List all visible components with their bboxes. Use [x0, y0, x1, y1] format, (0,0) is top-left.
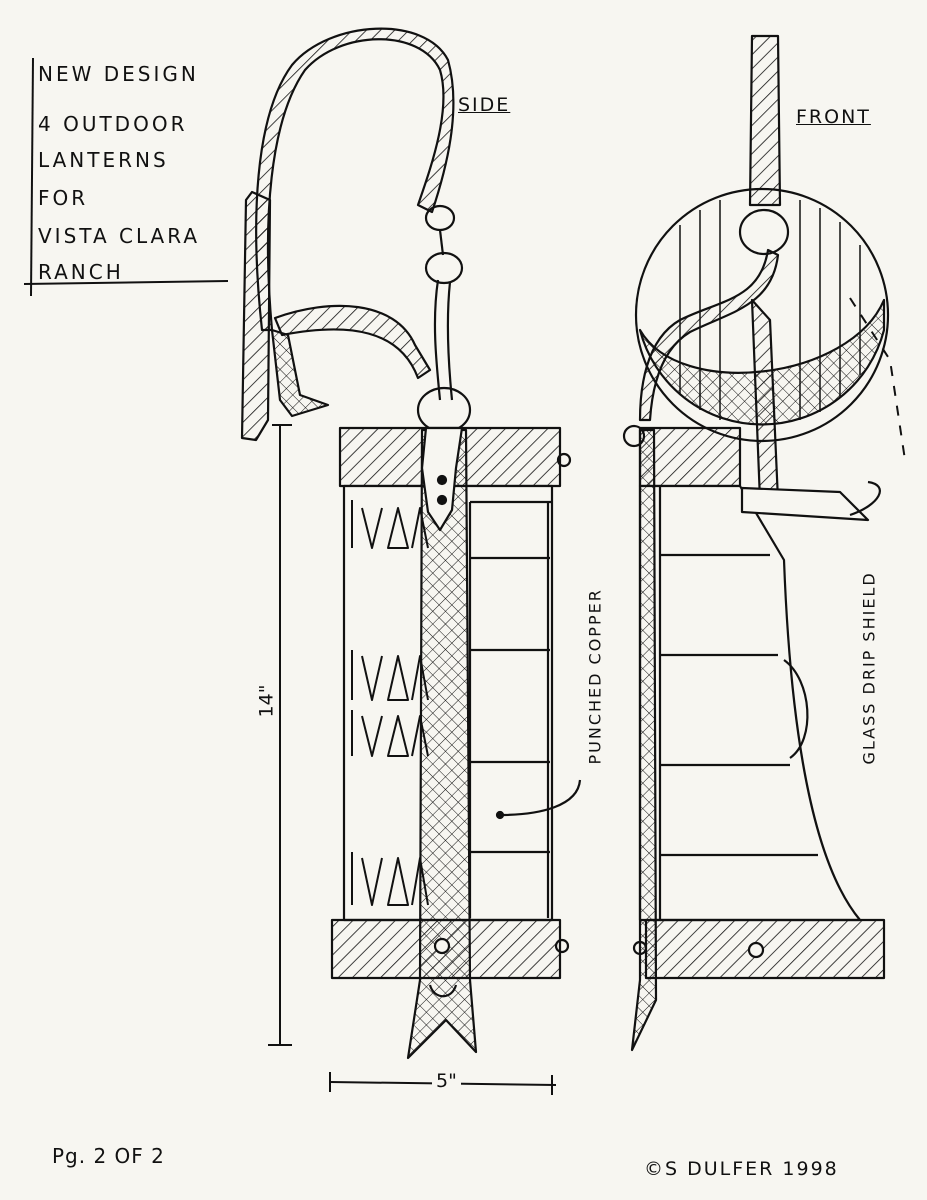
- glass-drip-shield-callout: GLASS DRIP SHIELD: [859, 571, 879, 765]
- chain-link: [738, 208, 790, 256]
- front-strap: [630, 428, 658, 1052]
- title-line-5: VISTA CLARA: [38, 224, 200, 248]
- title-line-2: 4 OUTDOOR: [38, 112, 188, 136]
- chain-link: [416, 386, 472, 434]
- front-lantern-body: [638, 484, 862, 922]
- bracket-arm: [273, 304, 432, 380]
- page-number: Pg. 2 OF 2: [52, 1144, 165, 1168]
- glass-drip-shield: [740, 486, 870, 522]
- height-dimension-label: 14": [255, 684, 278, 718]
- side-view: [240, 27, 582, 1060]
- title-line-3: LANTERNS: [38, 148, 169, 172]
- side-view-label: SIDE: [458, 94, 511, 116]
- side-strap: [406, 428, 478, 1060]
- chain-link: [424, 204, 456, 232]
- punched-copper-callout: PUNCHED COPPER: [585, 588, 605, 765]
- front-view: [622, 34, 906, 1052]
- width-dimension-label: 5": [432, 1070, 461, 1092]
- chain-link: [424, 251, 464, 285]
- front-top-band: [638, 426, 742, 488]
- front-bottom-band: [644, 918, 886, 980]
- front-hook-bar: [748, 34, 782, 207]
- title-block-frame: [23, 57, 229, 297]
- bracket-foot: [270, 328, 330, 418]
- punched-copper-leader: [499, 779, 582, 817]
- drip-shield-leader: [849, 480, 881, 517]
- hook-arm: [255, 27, 455, 332]
- punched-copper-pattern: [351, 500, 429, 906]
- title-line-1: NEW DESIGN: [38, 62, 199, 86]
- front-scroll-arm: [638, 248, 780, 422]
- height-dimension: [268, 424, 292, 1046]
- title-line-4: FOR: [38, 186, 89, 210]
- front-view-label: FRONT: [796, 106, 871, 128]
- title-line-6: RANCH: [38, 260, 124, 284]
- copyright: ©S DULFER 1998: [644, 1158, 839, 1180]
